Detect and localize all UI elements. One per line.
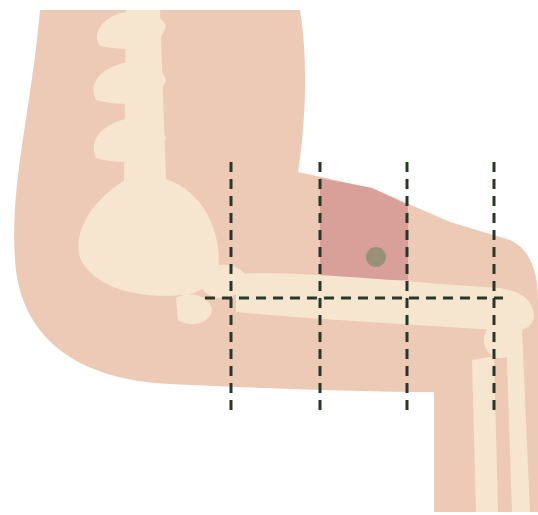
marker-dot [366, 247, 386, 267]
spinal-column [124, 10, 166, 182]
tibia [472, 356, 498, 512]
